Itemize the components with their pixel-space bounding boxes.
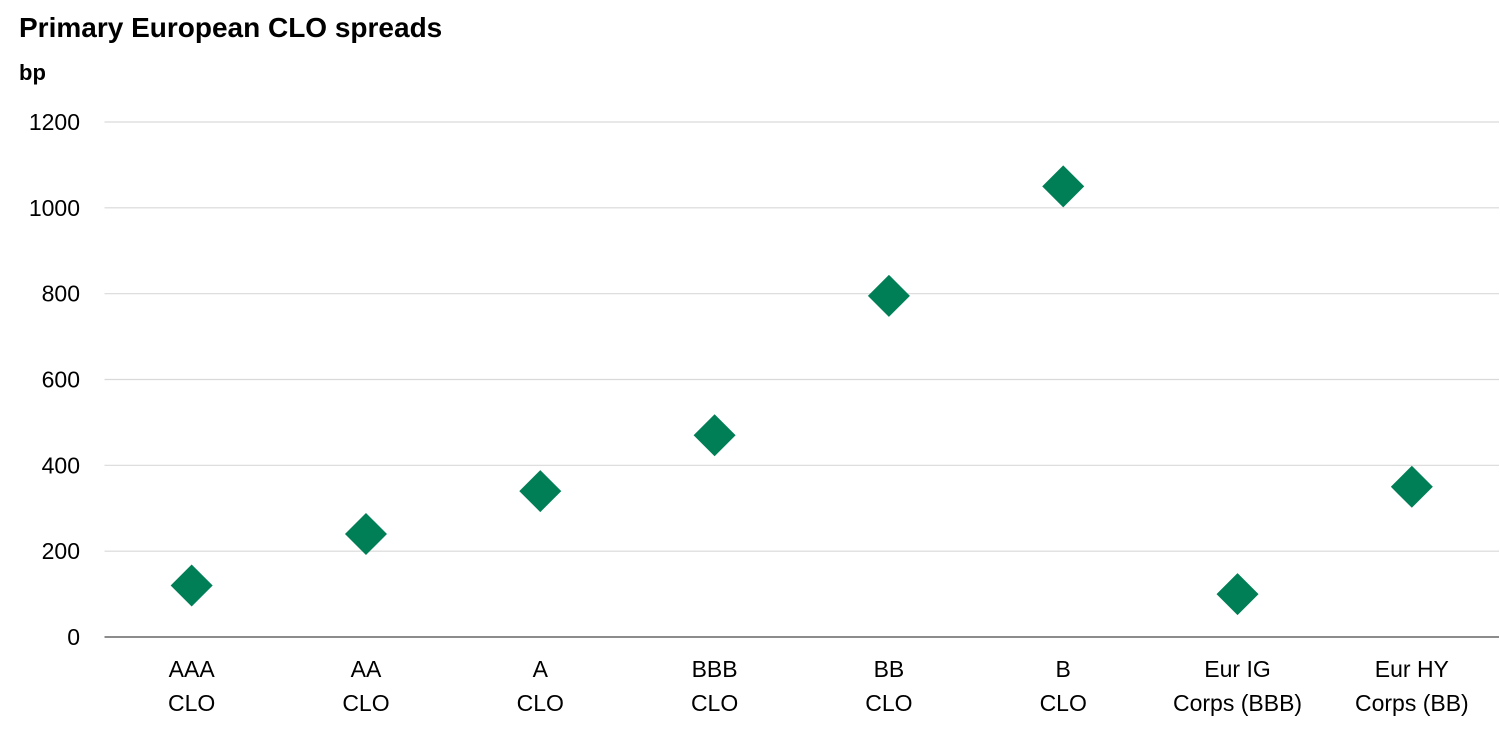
x-tick-label: CLO bbox=[865, 690, 912, 716]
data-point-diamond bbox=[1390, 465, 1433, 508]
data-point-diamond bbox=[867, 274, 910, 317]
x-tick-label: AA bbox=[351, 656, 382, 682]
y-tick-label: 400 bbox=[42, 452, 80, 478]
x-tick-label: CLO bbox=[691, 690, 738, 716]
x-tick-label: CLO bbox=[1040, 690, 1087, 716]
y-tick-label: 200 bbox=[42, 538, 80, 564]
chart-title: Primary European CLO spreads bbox=[19, 12, 443, 43]
x-tick-label: CLO bbox=[517, 690, 564, 716]
x-tick-label: AAA bbox=[169, 656, 216, 682]
data-point-diamond bbox=[344, 513, 387, 555]
y-tick-label: 1200 bbox=[29, 109, 80, 135]
data-point-diamond bbox=[519, 470, 562, 513]
x-tick-label: CLO bbox=[342, 690, 389, 716]
x-tick-label: BBB bbox=[692, 656, 738, 682]
y-axis-unit: bp bbox=[19, 60, 46, 85]
y-tick-label: 600 bbox=[42, 367, 80, 393]
data-point-diamond bbox=[693, 414, 736, 457]
x-tick-label: Corps (BB) bbox=[1355, 690, 1469, 716]
x-tick-label: A bbox=[533, 656, 549, 682]
data-point-diamond bbox=[1042, 165, 1085, 208]
y-tick-label: 800 bbox=[42, 281, 80, 307]
x-tick-label: BB bbox=[874, 656, 905, 682]
x-tick-label: Corps (BBB) bbox=[1173, 690, 1302, 716]
y-tick-label: 0 bbox=[67, 624, 80, 650]
data-point-diamond bbox=[170, 564, 213, 607]
x-tick-label: Eur IG bbox=[1204, 656, 1270, 682]
x-tick-label: B bbox=[1056, 656, 1071, 682]
y-tick-label: 1000 bbox=[29, 195, 80, 221]
data-point-diamond bbox=[1216, 573, 1259, 616]
x-tick-label: Eur HY bbox=[1375, 656, 1449, 682]
x-tick-label: CLO bbox=[168, 690, 215, 716]
